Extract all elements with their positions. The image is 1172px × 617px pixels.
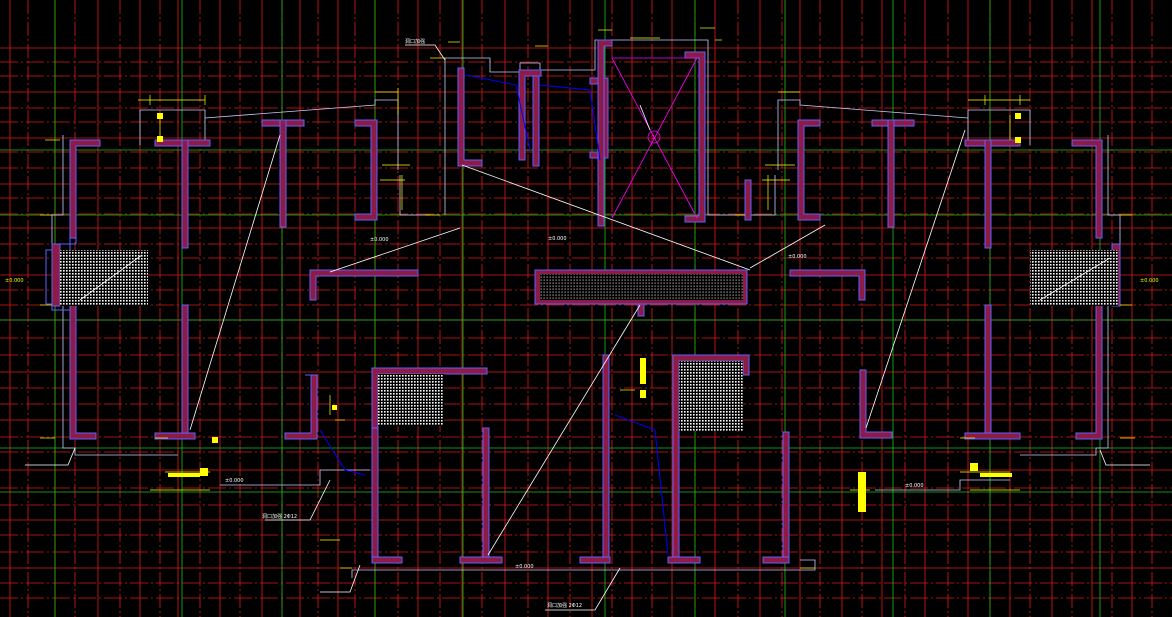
note-center: ±0.000	[548, 236, 567, 242]
annotation-texts: 1 ±0.000 ±0.000 ±0.000 ±0.000 ±0.000 ±0.…	[5, 38, 1159, 609]
yellow-marker	[858, 472, 866, 512]
note-top-left: ±0.000	[370, 237, 389, 243]
yellow-marker	[970, 463, 978, 471]
axis-grid-horizontal	[0, 47, 1172, 599]
leader-top: 洞口加强	[405, 38, 425, 45]
yellow-marker	[640, 358, 646, 384]
yellow-marker	[212, 437, 218, 443]
yellow-marker	[980, 473, 1012, 477]
side-label-left: ±0.000	[5, 278, 24, 284]
hatch-left-room	[378, 374, 444, 426]
yellow-marker	[157, 113, 163, 119]
yellow-marker	[168, 473, 200, 477]
leader-lines	[25, 44, 1150, 611]
hatch-right-wing	[1030, 250, 1118, 306]
side-label-right: ±0.000	[1140, 278, 1159, 284]
yellow-marker	[1015, 113, 1021, 119]
hatched-regions	[60, 250, 1118, 431]
note-bottom-left-a: ±0.000	[225, 478, 244, 484]
hatch-right-room	[679, 361, 743, 431]
shear-walls	[45, 39, 1121, 564]
building-outline	[51, 39, 1121, 578]
dimension-marks	[40, 27, 1135, 569]
axis-circle-label: 1	[652, 135, 655, 141]
note-bottom-mid: ±0.000	[515, 564, 534, 570]
hatch-left-wing	[60, 250, 148, 306]
pipe-lines	[319, 74, 669, 556]
leader-bottom-left: 洞口加强 2Φ12	[262, 513, 297, 520]
note-bottom-left-b: ±0.000	[905, 483, 924, 489]
yellow-marker	[200, 468, 208, 476]
yellow-marker	[640, 390, 646, 398]
elevator-shaft	[611, 57, 698, 219]
yellow-marker	[1015, 137, 1021, 143]
note-right: ±0.000	[788, 254, 807, 260]
axis-grid-vertical	[9, 0, 1153, 617]
leader-bottom-mid: 洞口加强 2Φ12	[547, 602, 582, 609]
yellow-marker	[157, 136, 163, 142]
yellow-marker	[332, 405, 337, 410]
hatch-center-beam	[540, 274, 743, 300]
